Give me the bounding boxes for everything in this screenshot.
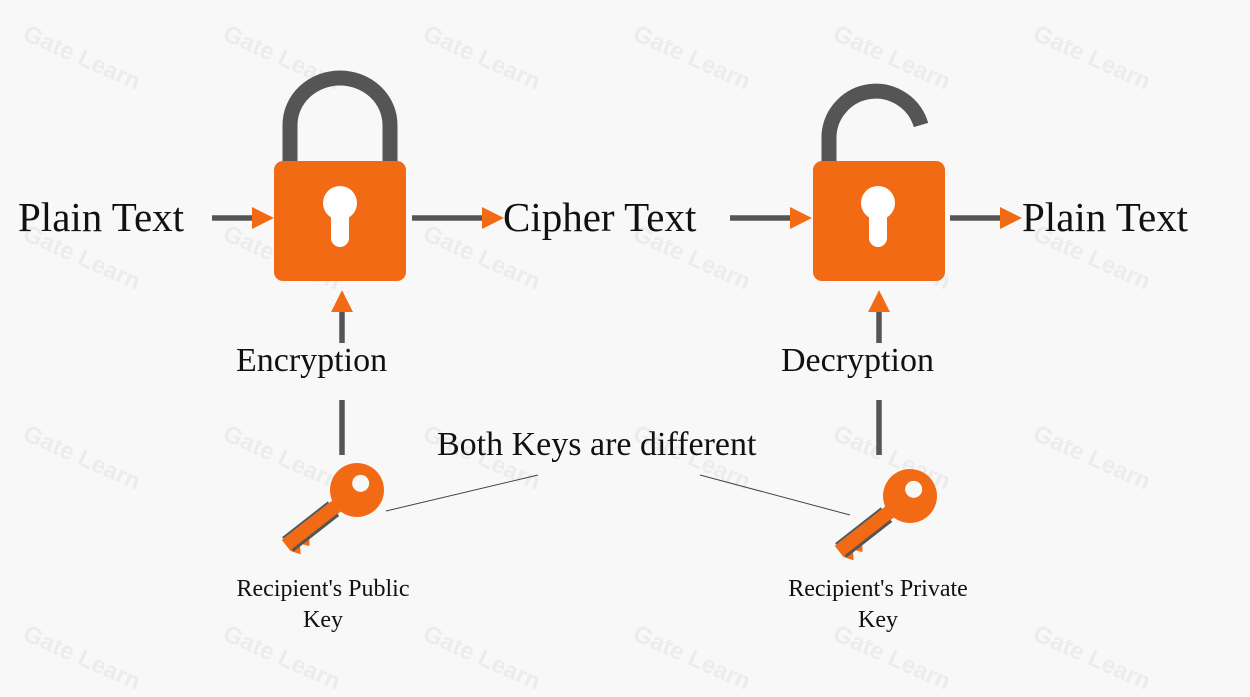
note-connector-right: [699, 474, 851, 516]
note-connector-left: [385, 474, 539, 512]
plain-text-left-label: Plain Text: [18, 194, 185, 240]
cipher-text-label: Cipher Text: [503, 194, 697, 240]
private-key-caption-line2: Key: [858, 607, 898, 634]
public-key-caption-line2: Key: [303, 607, 343, 634]
public-key-caption: Recipient's Public Key: [203, 574, 443, 636]
both-keys-note: Both Keys are different: [437, 426, 757, 463]
private-key-caption-line1: Recipient's Private: [788, 576, 968, 602]
public-key-caption-line1: Recipient's Public: [236, 576, 410, 602]
private-key-caption: Recipient's Private Key: [758, 574, 998, 636]
encryption-label: Encryption: [236, 342, 388, 379]
closed-padlock-icon: [274, 70, 406, 281]
public-key-icon: [281, 463, 384, 555]
open-padlock-icon: [813, 83, 945, 281]
private-key-icon: [834, 469, 937, 561]
plain-text-right-label: Plain Text: [1022, 194, 1189, 240]
decryption-label: Decryption: [781, 342, 934, 379]
